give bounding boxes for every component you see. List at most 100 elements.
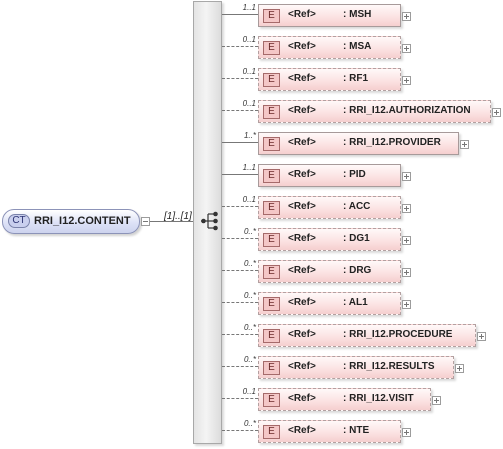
element-node[interactable]: E<Ref>: RRI_I12.PROCEDURE [258,324,476,347]
element-name: : RRI_I12.VISIT [343,393,414,404]
element-badge: E [263,233,280,247]
element-node[interactable]: E <Ref> : AL1 [258,292,401,315]
element-multiplicity: 0..* [243,291,256,300]
expand-icon[interactable] [402,428,411,437]
element-ref-label: <Ref> [288,41,316,52]
element-badge: E [263,297,280,311]
element-badge: E [263,137,280,151]
expand-icon[interactable] [455,364,464,373]
element-node[interactable]: E<Ref>: DG1 [258,228,401,251]
element-node[interactable]: E <Ref> : RRI_I12.PROVIDER [258,132,459,155]
element-name: : RRI_I12.PROCEDURE [343,329,453,340]
element-badge: E [263,41,280,55]
element-ref-label: <Ref> [288,169,316,180]
element-row: 0..* E <Ref> : NTE [0,418,503,448]
element-connector-line [222,46,258,47]
element-badge: E [263,201,280,215]
element-badge: E [263,361,280,375]
element-name: : PID [343,169,366,180]
element-multiplicity: 0..* [243,259,256,268]
element-row: 0..* E <Ref> : DRG [0,258,503,288]
expand-icon[interactable] [402,236,411,245]
element-name: : NTE [343,425,370,436]
element-connector-line [222,302,258,303]
expand-icon[interactable] [477,332,486,341]
element-name: : RRI_I12.PROVIDER [343,137,441,148]
expand-icon[interactable] [432,396,441,405]
element-multiplicity: 0..1 [242,35,256,44]
element-connector-line [222,174,258,175]
element-badge: E [263,393,280,407]
element-connector-line [222,430,258,431]
expand-icon[interactable] [402,44,411,53]
expand-icon[interactable] [402,172,411,181]
element-name: : AL1 [343,297,368,308]
element-multiplicity: 0..* [243,227,256,236]
element-multiplicity: 0..* [243,419,256,428]
element-ref-label: <Ref> [288,265,316,276]
element-connector-line [222,334,258,335]
element-ref-label: <Ref> [288,105,316,116]
element-connector-line [222,142,258,143]
collapse-icon[interactable] [141,217,150,226]
element-node[interactable]: E <Ref> : PID [258,164,401,187]
element-ref-label: <Ref> [288,73,316,84]
element-connector-line [222,14,258,15]
expand-icon[interactable] [402,12,411,21]
element-connector-line [222,270,258,271]
element-badge: E [263,265,280,279]
element-node[interactable]: E<Ref>: RRI_I12.AUTHORIZATION [258,100,491,123]
expand-icon[interactable] [460,140,469,149]
expand-icon[interactable] [402,300,411,309]
complex-type-name: RRI_I12.CONTENT [34,215,131,227]
element-node[interactable]: E <Ref> : RRI_I12.RESULTS [258,356,454,379]
element-badge: E [263,425,280,439]
element-name: : RRI_I12.RESULTS [343,361,435,372]
expand-icon[interactable] [402,76,411,85]
element-connector-line [222,398,258,399]
sequence-icon[interactable] [201,211,221,231]
element-node[interactable]: E<Ref>: MSH [258,4,401,27]
element-ref-label: <Ref> [288,233,316,244]
element-node[interactable]: E <Ref> : NTE [258,420,401,443]
element-ref-label: <Ref> [288,201,316,212]
element-multiplicity: 1..* [243,131,256,140]
element-badge: E [263,105,280,119]
element-multiplicity: 1..1 [242,163,256,172]
complex-type-node[interactable]: CT RRI_I12.CONTENT [2,209,140,234]
element-node[interactable]: E<Ref>: RF1 [258,68,401,91]
element-ref-label: <Ref> [288,137,316,148]
element-multiplicity: 0..* [243,355,256,364]
element-name: : MSA [343,41,372,52]
element-row: 0..* E <Ref> : AL1 [0,290,503,320]
element-connector-line [222,78,258,79]
element-node[interactable]: E <Ref> : RRI_I12.VISIT [258,388,431,411]
element-ref-label: <Ref> [288,361,316,372]
expand-icon[interactable] [492,108,501,117]
element-badge: E [263,169,280,183]
ct-connector-line [150,221,194,222]
element-multiplicity: 1..1 [242,3,256,12]
expand-icon[interactable] [402,268,411,277]
element-multiplicity: 0..1 [242,195,256,204]
complex-type-badge: CT [8,214,30,228]
element-connector-line [222,110,258,111]
expand-icon[interactable] [402,204,411,213]
element-node[interactable]: E <Ref> : ACC [258,196,401,219]
element-ref-label: <Ref> [288,297,316,308]
element-name: : RF1 [343,73,368,84]
element-node[interactable]: E <Ref> : MSA [258,36,401,59]
element-ref-label: <Ref> [288,425,316,436]
element-node[interactable]: E <Ref> : DRG [258,260,401,283]
element-ref-label: <Ref> [288,393,316,404]
element-name: : ACC [343,201,371,212]
element-name: : DRG [343,265,372,276]
element-row: 0..*E<Ref>: DG1 [0,226,503,256]
element-ref-label: <Ref> [288,329,316,340]
